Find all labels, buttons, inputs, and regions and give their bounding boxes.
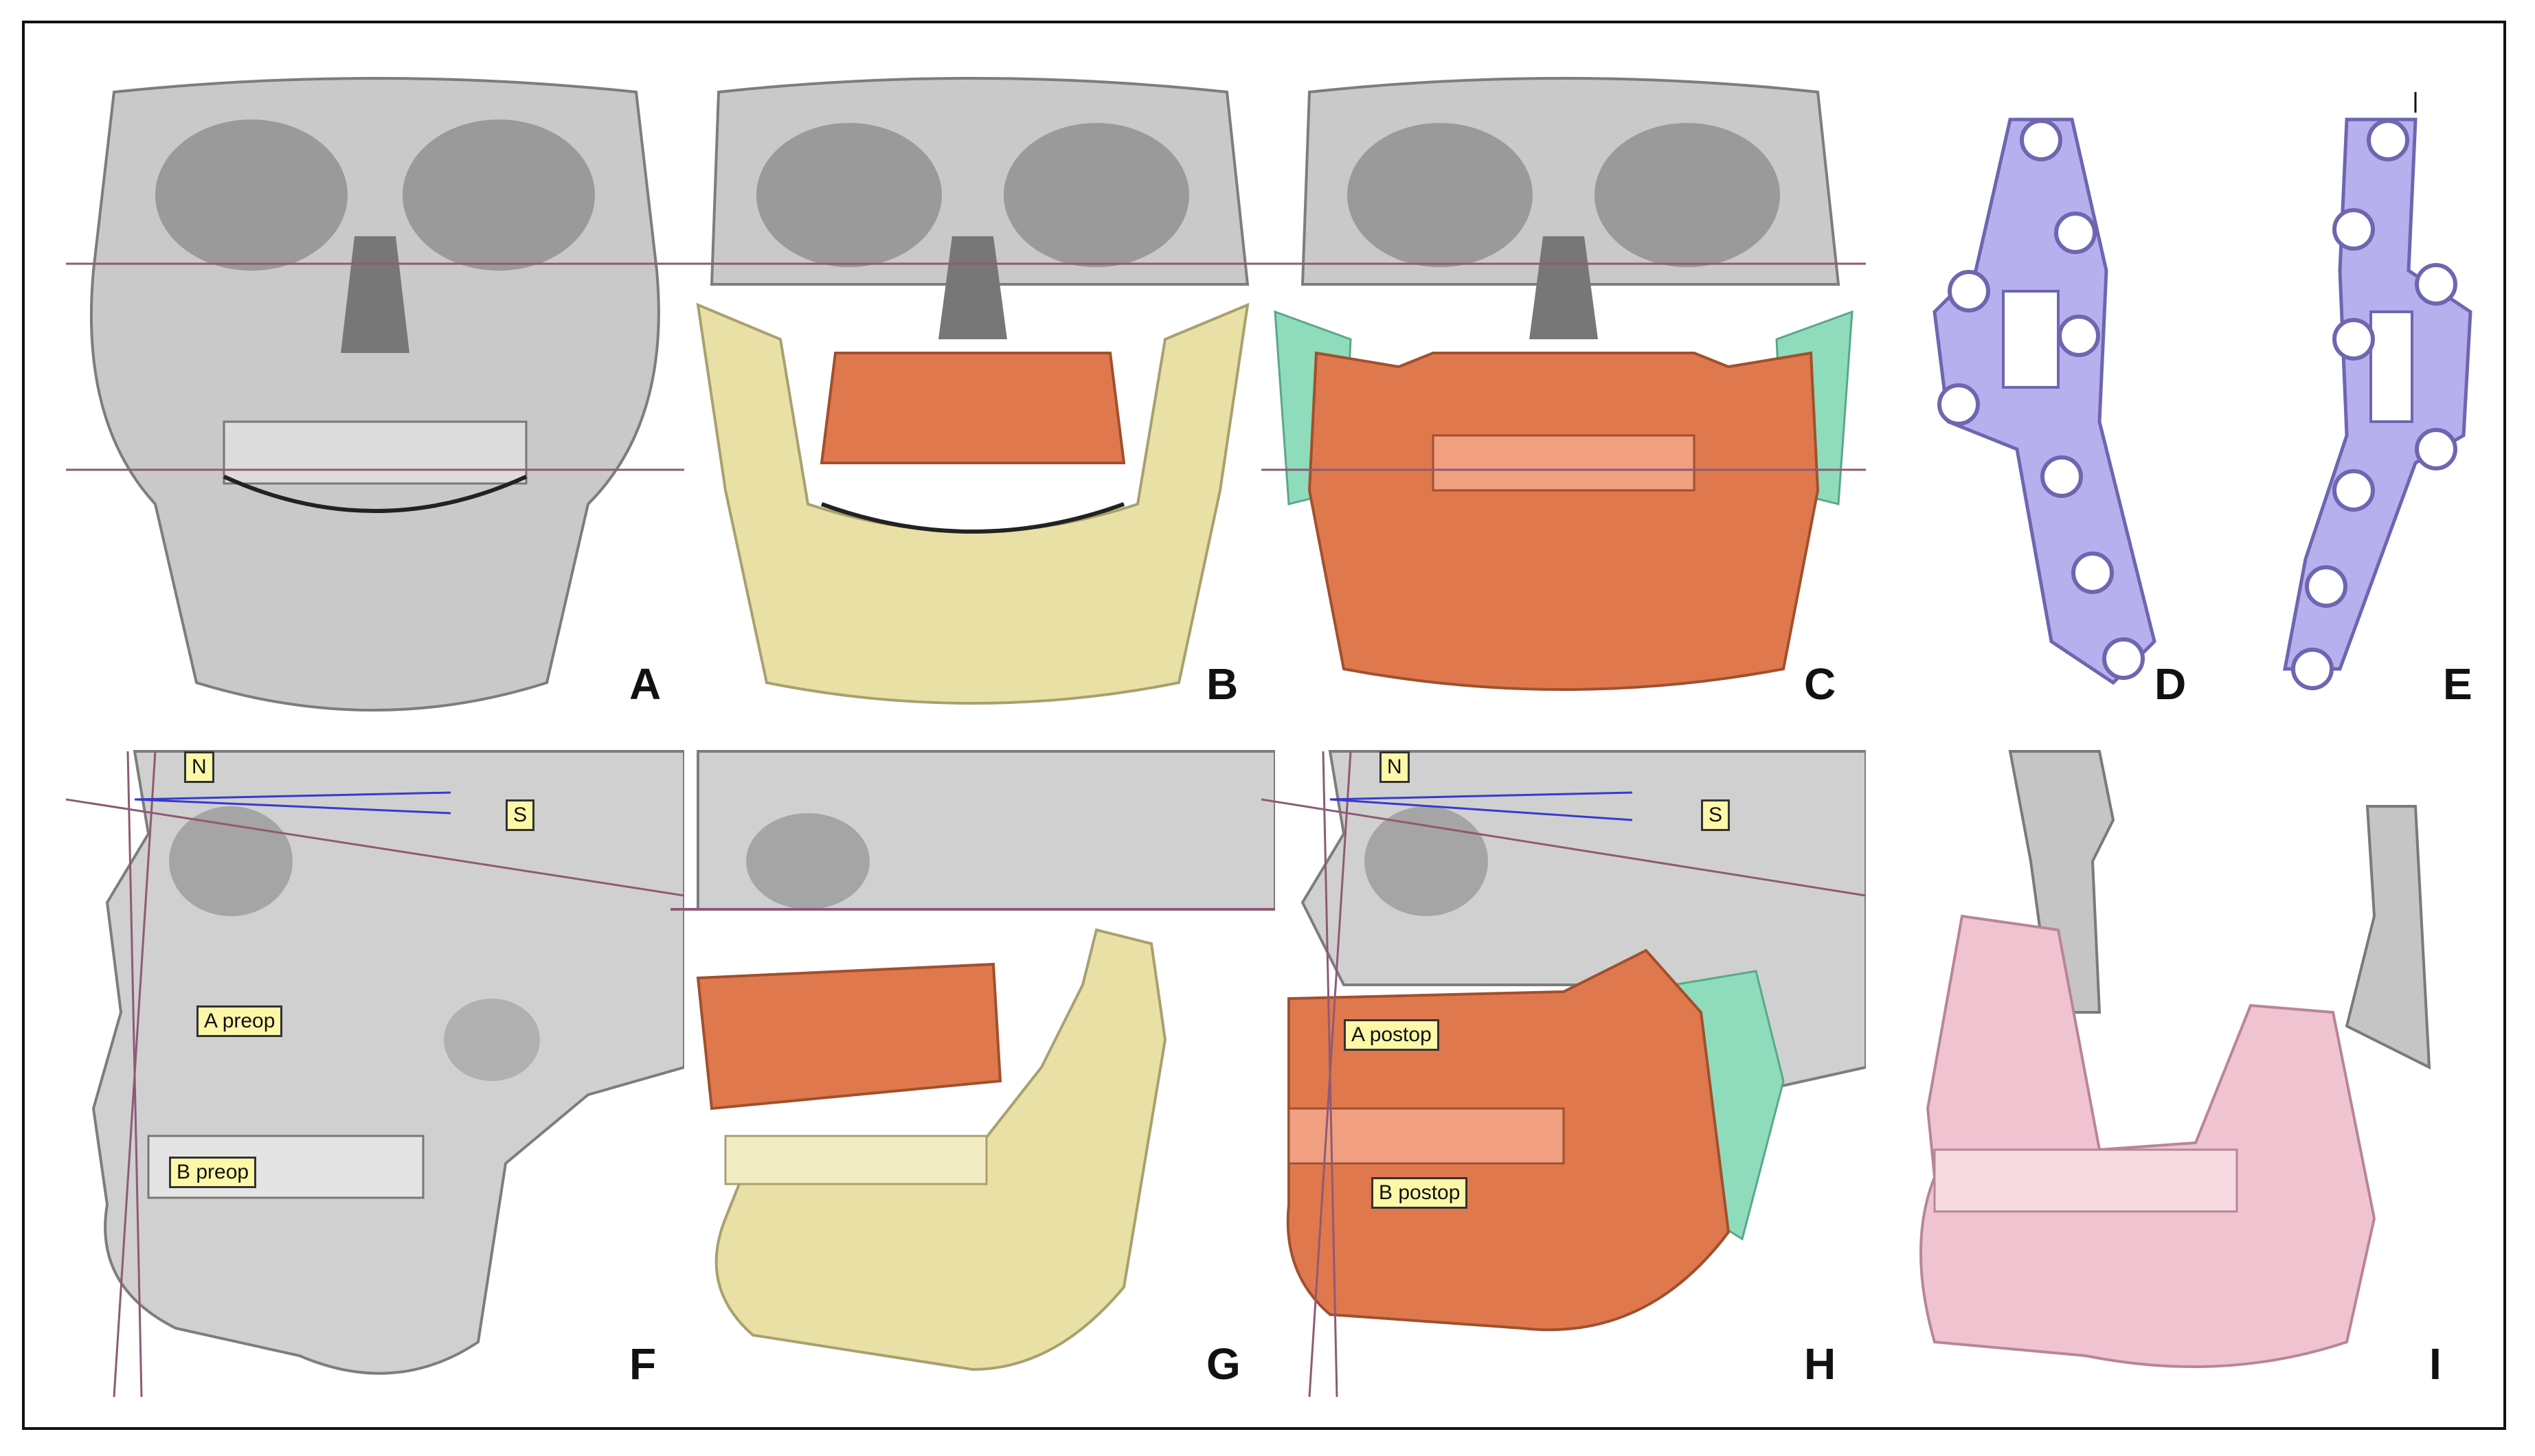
mandible-pink xyxy=(1919,750,2431,1368)
skull-frontal-gray xyxy=(66,77,684,712)
figure-frame: A B C xyxy=(22,21,2506,1430)
skull-lateral-postop xyxy=(1261,750,1866,1398)
panel-label-c: C xyxy=(1804,659,1836,709)
skull-lateral-gray xyxy=(66,750,684,1398)
panel-label-h: H xyxy=(1804,1339,1836,1389)
panel-i-mandible: I xyxy=(1893,724,2498,1404)
panel-c-frontal-repositioned: C xyxy=(1261,65,1866,724)
landmark-s-label: S xyxy=(506,799,535,831)
panel-a-frontal-skull: A xyxy=(66,65,684,724)
panel-label-i: I xyxy=(2429,1339,2442,1389)
panel-label-a: A xyxy=(629,659,662,709)
landmark-b-preop-label: B preop xyxy=(169,1157,257,1188)
fixation-plate-lavender xyxy=(1933,117,2156,685)
panel-g-lateral-segmented: G xyxy=(671,724,1275,1404)
panel-label-f: F xyxy=(629,1339,657,1389)
landmark-n-label-postop: N xyxy=(1379,751,1410,783)
skull-lateral-segmented xyxy=(671,750,1275,1372)
panel-d-plate: D xyxy=(1893,65,2223,724)
landmark-s-label-postop: S xyxy=(1701,799,1731,831)
panel-label-g: G xyxy=(1206,1339,1241,1389)
panel-e-plate: E xyxy=(2182,65,2498,724)
landmark-n-label: N xyxy=(184,751,214,783)
landmark-a-preop-label: A preop xyxy=(196,1005,283,1037)
panel-label-e: E xyxy=(2443,659,2472,709)
skull-frontal-segmented xyxy=(671,77,1275,705)
fixation-plate-lavender-alt xyxy=(2282,92,2472,690)
panel-label-d: D xyxy=(2154,659,2187,709)
skull-frontal-repositioned xyxy=(1261,77,1866,691)
landmark-a-postop-label: A postop xyxy=(1344,1019,1439,1051)
landmark-b-postop-label: B postop xyxy=(1371,1177,1468,1209)
panel-label-b: B xyxy=(1206,659,1239,709)
panel-h-lateral-postop: N S A postop B postop H xyxy=(1261,724,1866,1404)
panel-b-frontal-segmented: B xyxy=(671,65,1275,724)
panel-f-lateral-preop: N S A preop B preop F xyxy=(66,724,684,1404)
